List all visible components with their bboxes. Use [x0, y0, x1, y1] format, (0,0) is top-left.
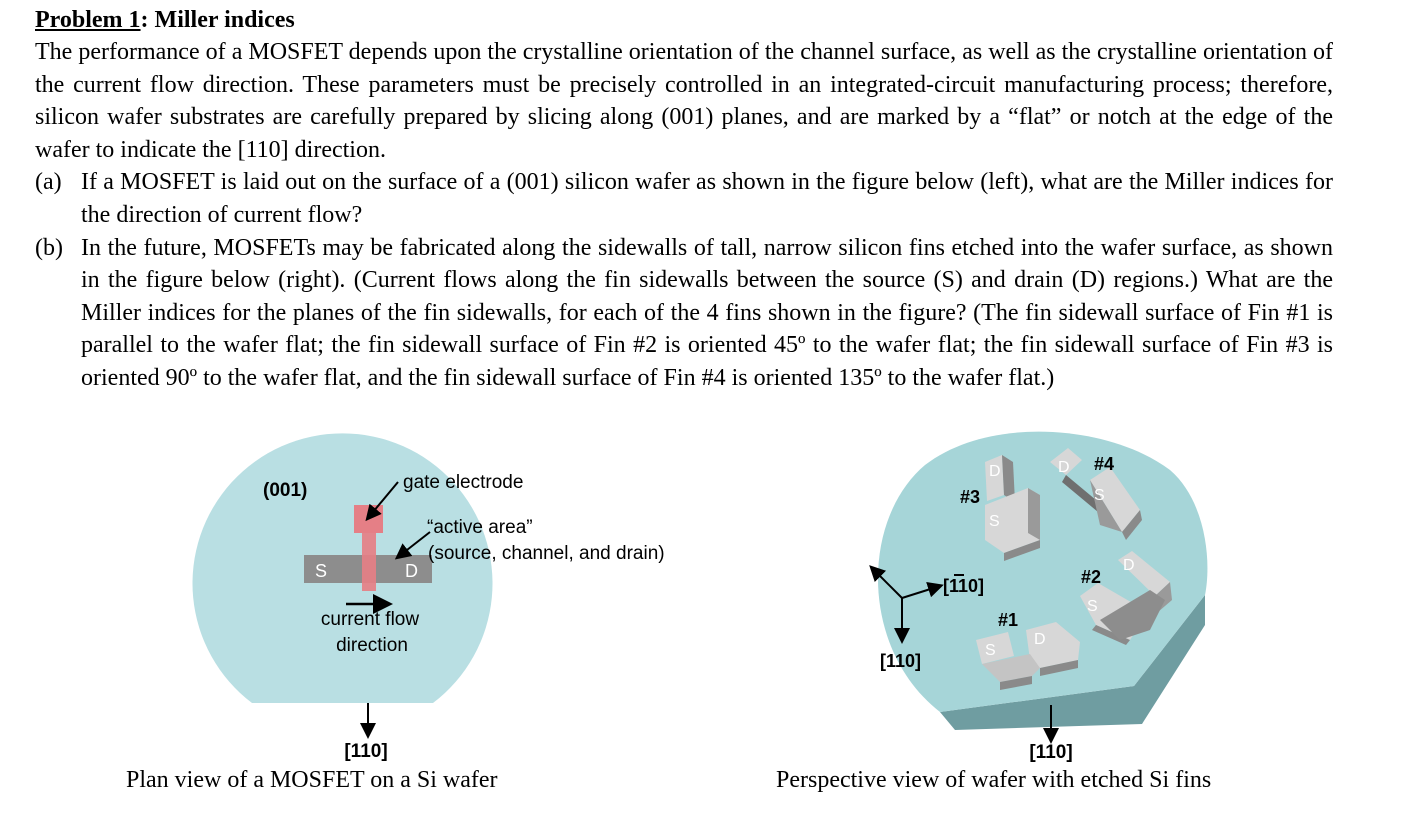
perspective-figure: [110] [110] D S #3 D S #4 D S #2: [869, 431, 1208, 763]
flow-label-1: current flow: [321, 609, 419, 630]
gate-electrode: [362, 533, 376, 591]
flat-direction-label-right: [110]: [1029, 742, 1072, 763]
gate-arrow: [365, 481, 399, 522]
problem-title: Problem 1: Miller indices: [35, 4, 1333, 36]
fin-1-source: S: [985, 642, 996, 659]
problem-topic: : Miller indices: [140, 7, 295, 33]
fin-3: D S: [985, 455, 1040, 561]
fin-2-label: #2: [1081, 567, 1101, 587]
axis-diagonal: [869, 565, 903, 599]
fin-1: S D: [976, 622, 1080, 690]
fin-3-label: #3: [960, 487, 980, 507]
active-arrow: [394, 531, 431, 560]
problem-intro: The performance of a MOSFET depends upon…: [35, 39, 1333, 163]
active-label-1: “active area”: [427, 517, 533, 538]
part-a-text: If a MOSFET is laid out on the surface o…: [81, 169, 1333, 228]
fin-1-label: #1: [998, 610, 1018, 630]
problem-text: Problem 1: Miller indices The performanc…: [35, 4, 1333, 395]
right-caption: Perspective view of wafer with etched Si…: [776, 767, 1212, 793]
fin-4-label: #4: [1094, 454, 1114, 474]
axis-down-label: [110]: [880, 651, 921, 671]
fin-4-drain: D: [1058, 459, 1070, 476]
fin-2: D S: [1080, 551, 1172, 645]
part-b-text: In the future, MOSFETs may be fabricated…: [81, 234, 1333, 391]
fin-1-drain: D: [1034, 631, 1046, 648]
problem-number: Problem 1: [35, 7, 141, 33]
flow-label-2: direction: [336, 635, 408, 656]
drain-label: D: [405, 561, 418, 581]
fin-4: D S: [1050, 448, 1142, 540]
part-b: (b) In the future, MOSFETs may be fabric…: [35, 232, 1333, 395]
plan-view-figure: (001) S D gate electrode “active area” (…: [192, 433, 665, 762]
fin-2-source: S: [1087, 598, 1098, 615]
fin-3-drain: D: [989, 463, 1001, 480]
axis-right: [901, 581, 944, 599]
fin-4-source: S: [1094, 487, 1105, 504]
gate-label: gate electrode: [403, 472, 523, 493]
part-b-label: (b): [35, 234, 63, 261]
part-a-label: (a): [35, 169, 62, 196]
fin-3-source: S: [989, 513, 1000, 530]
plane-label: (001): [263, 480, 307, 501]
flat-direction-label: [110]: [344, 741, 387, 762]
wafer-edge: [940, 595, 1205, 730]
axis-right-label: [110]: [943, 576, 984, 596]
left-caption: Plan view of a MOSFET on a Si wafer: [126, 767, 498, 793]
part-a: (a) If a MOSFET is laid out on the surfa…: [35, 166, 1333, 231]
source-label: S: [315, 561, 327, 581]
fin-2-drain: D: [1123, 557, 1135, 574]
active-label-2: (source, channel, and drain): [428, 543, 665, 564]
gate-pad: [354, 505, 383, 533]
